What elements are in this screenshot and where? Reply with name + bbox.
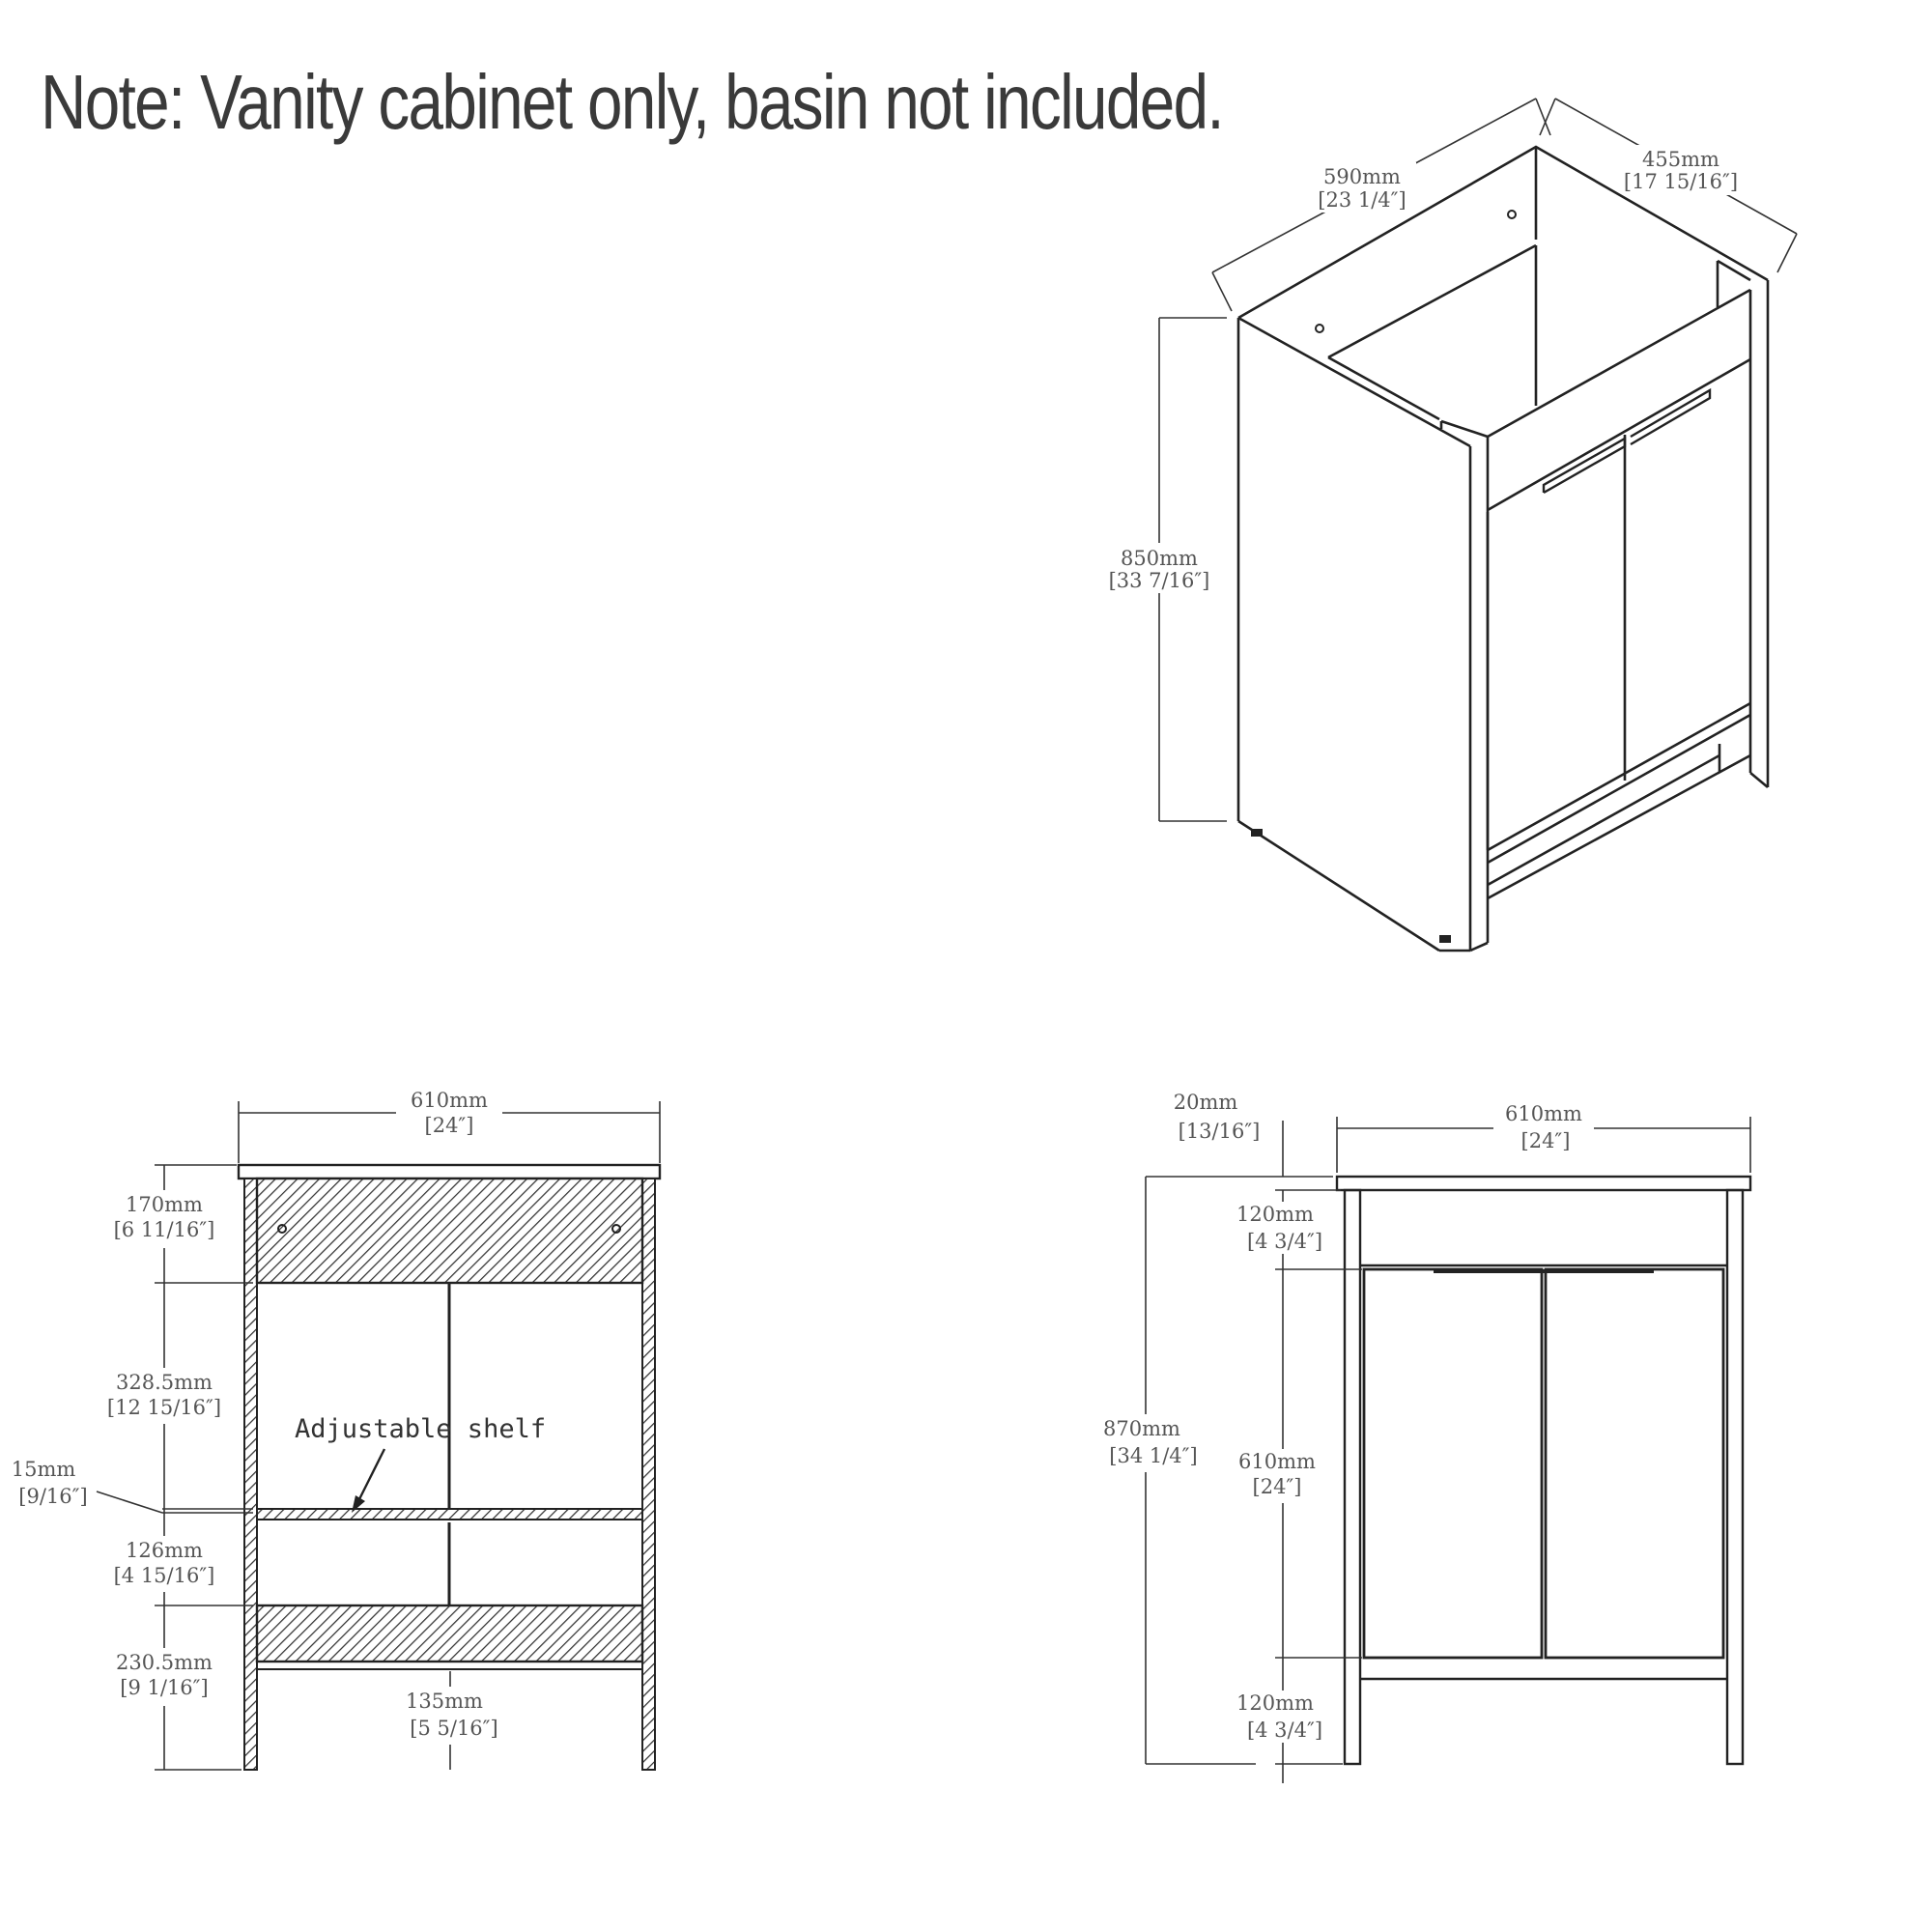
front-bottom-rail-in: [4 3/4″]	[1247, 1719, 1322, 1742]
shelf-label: Adjustable shelf	[295, 1414, 546, 1444]
section-view: Adjustable shelf 610mm [24″] 170mm [6 11…	[12, 1086, 662, 1771]
section-width-mm: 610mm	[411, 1089, 488, 1112]
section-hole-left	[277, 1224, 287, 1234]
front-top-thickness-mm: 20mm	[1174, 1091, 1238, 1114]
section-left-post	[243, 1178, 258, 1771]
iso-height-mm: 850mm	[1121, 547, 1198, 570]
isometric-view: 590mm [23 1/4″] 455mm [17 15/16″] 850mm …	[1106, 98, 1798, 952]
section-right-post	[641, 1178, 656, 1771]
iso-depth-mm: 455mm	[1642, 148, 1719, 171]
front-width-mm: 610mm	[1505, 1102, 1582, 1125]
iso-foot-front	[1439, 935, 1451, 943]
front-left-post	[1343, 1188, 1362, 1766]
shelf-leader-arrow	[352, 1495, 365, 1513]
section-top-rail-mm: 170mm	[126, 1193, 203, 1216]
front-door-height-mm: 610mm	[1238, 1450, 1316, 1473]
iso-door-handles	[1542, 387, 1712, 495]
iso-mount-hole-right	[1507, 210, 1517, 219]
section-shelf-thickness-mm: 15mm	[12, 1458, 76, 1481]
section-adjustable-shelf	[256, 1508, 643, 1520]
section-bottom-in: [9 1/16″]	[120, 1676, 208, 1699]
section-top-rail	[255, 1177, 644, 1285]
front-overall-height-mm: 870mm	[1103, 1417, 1180, 1440]
section-bottom-stretcher	[256, 1661, 643, 1670]
section-upper-space-mm: 328.5mm	[116, 1371, 213, 1394]
section-bottom-board	[255, 1604, 644, 1663]
iso-foot-left	[1251, 829, 1263, 837]
section-bottom-mm: 230.5mm	[116, 1651, 213, 1674]
iso-mount-hole-left	[1315, 324, 1324, 333]
section-shelf-thickness-in: [9/16″]	[18, 1485, 87, 1508]
front-top-rail-in: [4 3/4″]	[1247, 1230, 1322, 1253]
iso-dimension-lines	[1158, 98, 1798, 822]
note-text: Note: Vanity cabinet only, basin not inc…	[41, 59, 1225, 145]
section-lower-space-in: [4 15/16″]	[114, 1564, 215, 1587]
section-top-board	[237, 1163, 662, 1180]
iso-cabinet-body	[1236, 145, 1770, 952]
section-top-rail-in: [6 11/16″]	[114, 1218, 215, 1241]
iso-depth-in: [17 15/16″]	[1624, 170, 1738, 193]
front-view: 20mm [13/16″] 610mm [24″] 120mm [4 3/4″]…	[1097, 1091, 1752, 1783]
section-hole-right	[611, 1224, 621, 1234]
section-leg-clearance-in: [5 5/16″]	[410, 1717, 497, 1740]
iso-height-in: [33 7/16″]	[1109, 569, 1210, 592]
front-overall-height-in: [34 1/4″]	[1109, 1444, 1197, 1467]
front-door-height-in: [24″]	[1253, 1475, 1302, 1498]
front-door-left	[1362, 1267, 1544, 1660]
front-right-post	[1725, 1188, 1745, 1766]
iso-width-in: [23 1/4″]	[1318, 188, 1406, 212]
iso-width-mm: 590mm	[1323, 165, 1401, 188]
front-width-in: [24″]	[1521, 1129, 1571, 1152]
section-lower-space-mm: 126mm	[126, 1539, 203, 1562]
shelf-leader-line	[355, 1448, 386, 1504]
front-top-rail-mm: 120mm	[1236, 1203, 1314, 1226]
front-top-thickness-in: [13/16″]	[1179, 1120, 1261, 1143]
front-door-right	[1544, 1267, 1725, 1660]
front-bottom-rail-mm: 120mm	[1236, 1691, 1314, 1715]
section-upper-space-in: [12 15/16″]	[107, 1396, 221, 1419]
front-top-board	[1335, 1175, 1752, 1192]
section-width-in: [24″]	[425, 1114, 474, 1137]
section-leg-clearance-mm: 135mm	[406, 1690, 483, 1713]
